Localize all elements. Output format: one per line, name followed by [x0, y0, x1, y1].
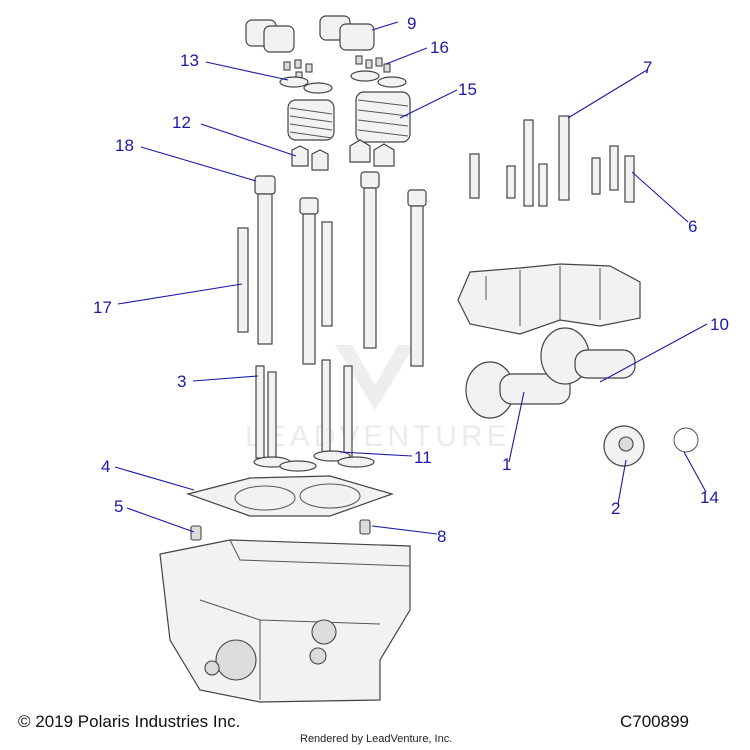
part-head-gasket	[185, 475, 394, 517]
callout-17: 17	[93, 298, 112, 317]
part-valve-seals	[291, 139, 395, 171]
rendered-by-text: Rendered by LeadVenture, Inc.	[300, 733, 453, 745]
callout-13: 13	[180, 51, 199, 70]
part-head-bolts	[237, 171, 427, 367]
part-camshafts	[465, 327, 636, 419]
callout-2: 2	[611, 499, 620, 518]
callout-4: 4	[101, 457, 110, 476]
part-cam-carrier	[457, 263, 641, 335]
part-valve-buckets	[245, 15, 375, 53]
part-dowel-pins	[190, 519, 371, 541]
callout-18: 18	[115, 136, 134, 155]
callout-12: 12	[172, 113, 191, 132]
callout-leaders	[114, 21, 708, 535]
part-cylinder-head	[159, 539, 411, 703]
callout-11: 11	[414, 448, 432, 467]
part-cam-cap-bolts	[469, 115, 635, 207]
watermark-text: LEADVENTURE	[245, 420, 511, 453]
callout-6: 6	[688, 217, 697, 236]
callout-16: 16	[430, 38, 449, 57]
diagram-code: C700899	[620, 712, 690, 731]
part-spring-retainers	[279, 70, 407, 94]
callout-14: 14	[700, 488, 719, 507]
copyright-text: © 2019 Polaris Industries Inc.	[18, 712, 241, 731]
part-valves	[253, 359, 375, 472]
callout-8: 8	[437, 527, 446, 546]
callout-1: 1	[502, 455, 511, 474]
callout-15: 15	[458, 80, 477, 99]
callout-9: 9	[407, 14, 416, 33]
part-cam-sprocket	[603, 425, 699, 467]
callout-10: 10	[710, 315, 729, 334]
callout-labels: 9 16 13 7 15 12 18 6 17 10 3 11 1 4 14 2…	[93, 14, 729, 546]
part-valve-springs	[287, 91, 411, 143]
part-valve-keepers	[283, 55, 391, 81]
callout-3: 3	[177, 372, 186, 391]
watermark-logo: LEADVENTURE	[245, 345, 511, 453]
callout-7: 7	[643, 58, 652, 77]
callout-5: 5	[114, 497, 123, 516]
